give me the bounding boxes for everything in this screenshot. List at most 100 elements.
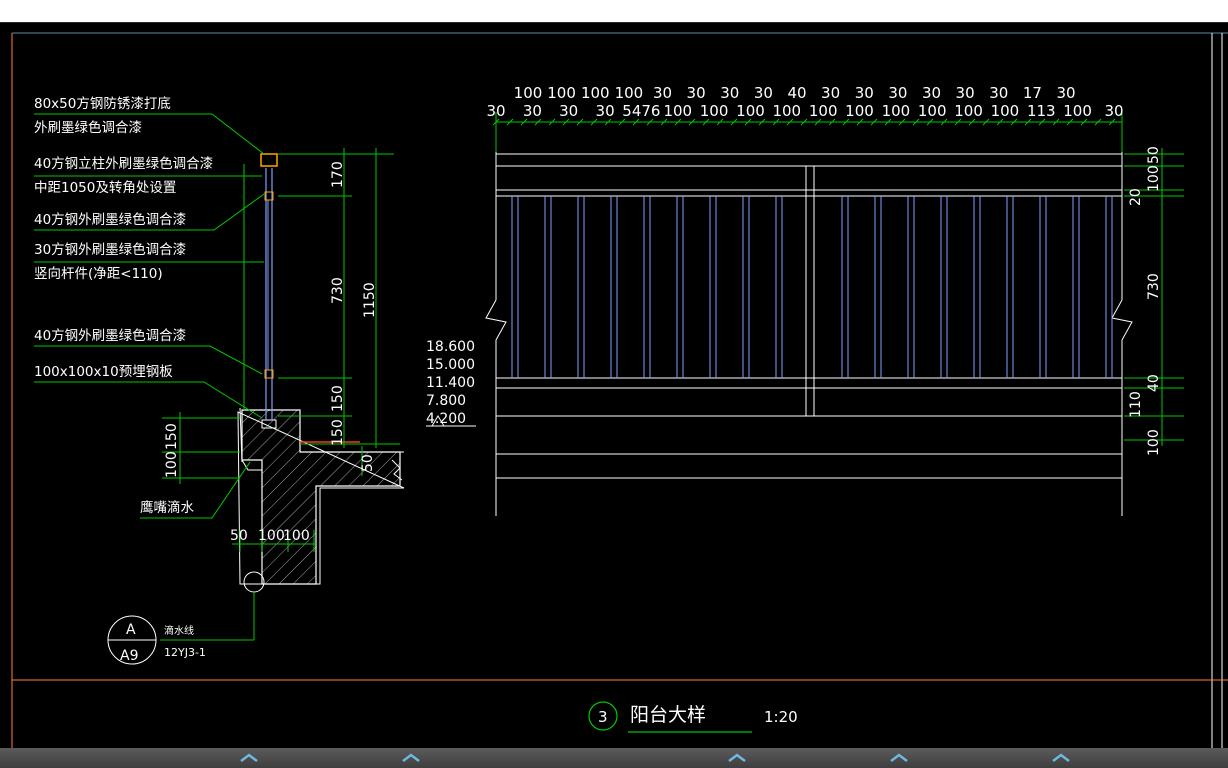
note-embedded-plate: 100x100x10预埋钢板 <box>34 364 173 380</box>
top-dim-r2-12: 100 <box>918 102 947 120</box>
dim-tick <box>646 118 654 126</box>
top-dim-r2-2: 30 <box>559 102 578 120</box>
dim-tick <box>1010 118 1018 126</box>
rdim-50: 50 <box>1146 146 1162 164</box>
dim-tick <box>702 118 710 126</box>
dim-tick <box>996 118 1004 126</box>
title-number: 3 <box>598 708 608 726</box>
dim-1150: 1150 <box>362 282 378 318</box>
dim-tick <box>716 118 724 126</box>
dim-tick <box>856 118 864 126</box>
top-dim-r2-5: 100 <box>663 102 692 120</box>
top-dim-r2-0: 30 <box>486 102 505 120</box>
elevation-top-ticks <box>492 118 1116 126</box>
dim-tick <box>534 118 542 126</box>
top-dim-r1-9: 30 <box>821 84 840 102</box>
elevation-right-dim-lines <box>1124 148 1184 446</box>
dim-tick <box>1066 118 1074 126</box>
parapet-concrete <box>241 409 401 585</box>
level-15000: 15.000 <box>426 357 475 373</box>
nav-up-icon[interactable] <box>726 751 748 765</box>
top-dim-r2-9: 100 <box>809 102 838 120</box>
dim-150b: 150 <box>330 419 346 446</box>
annotations: 80x50方钢防锈漆打底 外刷墨绿色调合漆 40方钢立柱外刷墨绿色调合漆 中距1… <box>34 95 213 516</box>
dim-tick <box>674 118 682 126</box>
top-dim-r2-17: 30 <box>1104 102 1123 120</box>
nav-up-icon[interactable] <box>888 751 910 765</box>
top-dim-r1-16: 30 <box>1056 84 1075 102</box>
note-drip-nose: 鹰嘴滴水 <box>140 499 194 516</box>
dim-tick <box>800 118 808 126</box>
detail-ref-atlas: 12YJ3-1 <box>164 646 206 659</box>
drawing-title[interactable]: 3 阳台大样 1:20 <box>588 701 798 733</box>
dim-left-100: 100 <box>164 451 180 478</box>
dim-tick <box>842 118 850 126</box>
level-4200: 4.200 <box>426 411 466 427</box>
dim-tick <box>492 118 500 126</box>
dim-tick <box>632 118 640 126</box>
title-scale: 1:20 <box>764 708 798 726</box>
dim-tick <box>828 118 836 126</box>
note-rail: 40方钢外刷墨绿色调合漆 <box>34 211 186 228</box>
dim-tick <box>926 118 934 126</box>
top-dim-r2-10: 100 <box>845 102 874 120</box>
drip-detail-circle <box>243 571 265 593</box>
top-dim-r1-6: 30 <box>720 84 739 102</box>
dim-tick <box>786 118 794 126</box>
dim-tick <box>758 118 766 126</box>
top-dim-r2-1: 30 <box>523 102 542 120</box>
rdim-730: 730 <box>1146 273 1162 300</box>
dim-tick <box>1038 118 1046 126</box>
dim-bottom-100b: 100 <box>283 528 310 544</box>
top-dim-r1-1: 100 <box>547 84 576 102</box>
top-white-bar <box>0 0 1228 22</box>
top-dim-r1-13: 30 <box>956 84 975 102</box>
detail-ref-top: A <box>126 622 136 638</box>
note-top-handrail: 80x50方钢防锈漆打底 <box>34 95 171 112</box>
dim-tick <box>968 118 976 126</box>
dim-tick <box>590 118 598 126</box>
note-baluster: 30方钢外刷墨绿色调合漆 <box>34 241 186 258</box>
bottom-nav-bar <box>0 748 1228 768</box>
note-top-handrail-paint: 外刷墨绿色调合漆 <box>34 119 142 136</box>
rdim-40: 40 <box>1146 374 1162 392</box>
top-dim-r2-11: 100 <box>882 102 911 120</box>
nav-up-icon[interactable] <box>238 751 260 765</box>
dim-tick <box>982 118 990 126</box>
rdim-20: 20 <box>1128 188 1144 206</box>
note-bottom-rail: 40方钢外刷墨绿色调合漆 <box>34 327 186 344</box>
note-post: 40方钢立柱外刷墨绿色调合漆 <box>34 155 213 172</box>
dim-tick <box>954 118 962 126</box>
top-dim-r1-2: 100 <box>581 84 610 102</box>
dim-150a: 150 <box>330 385 346 412</box>
parapet-outline <box>237 411 405 585</box>
top-dim-r1-14: 30 <box>989 84 1008 102</box>
top-handrail <box>260 153 278 167</box>
dim-50: 50 <box>360 454 376 472</box>
railing-section <box>160 153 405 641</box>
note-leaders <box>34 113 265 519</box>
detail-ref-label: 滴水线 <box>164 624 194 637</box>
railing-elevation <box>485 150 1133 516</box>
top-dim-r1-5: 30 <box>687 84 706 102</box>
dim-tick <box>1052 118 1060 126</box>
elevation-right-dim-text: 50 100 20 730 40 110 100 <box>1128 146 1162 456</box>
top-dim-r1-11: 30 <box>888 84 907 102</box>
dim-tick <box>548 118 556 126</box>
embedded-plate <box>261 419 277 429</box>
dim-tick <box>660 118 668 126</box>
detail-reference[interactable]: A A9 滴水线 12YJ3-1 <box>107 615 206 665</box>
title-text: 阳台大样 <box>630 704 706 726</box>
dim-tick <box>884 118 892 126</box>
nav-up-icon[interactable] <box>400 751 422 765</box>
dim-tick <box>618 118 626 126</box>
top-dim-r2-4: 5476 <box>622 102 660 120</box>
top-dim-r2-3: 30 <box>596 102 615 120</box>
dim-170: 170 <box>330 161 346 188</box>
rdim-100b: 100 <box>1146 429 1162 456</box>
top-dim-r1-3: 100 <box>615 84 644 102</box>
nav-up-icon[interactable] <box>1050 751 1072 765</box>
balusters <box>511 196 1113 378</box>
